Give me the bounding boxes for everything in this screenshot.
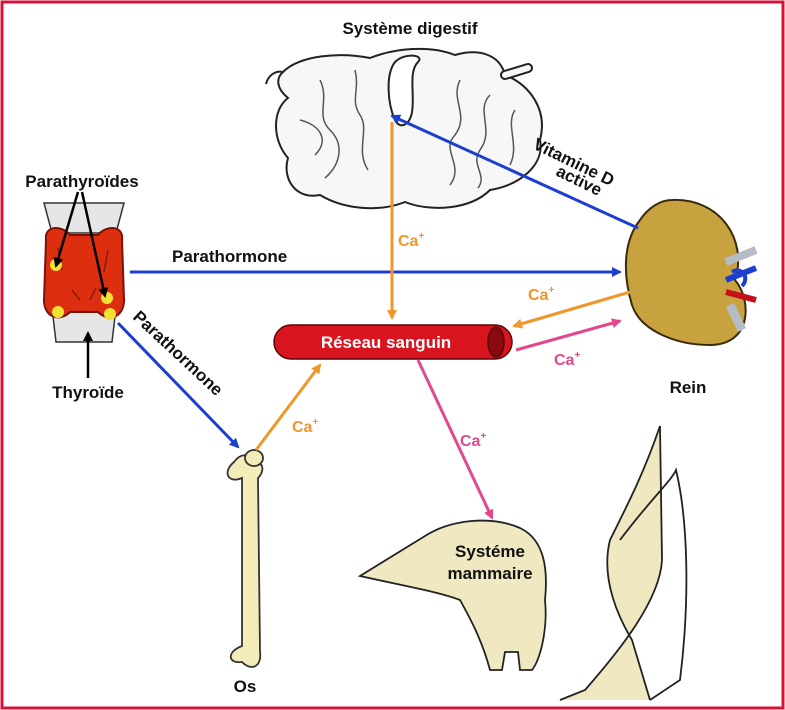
thyroid-label: Thyroïde: [52, 383, 124, 402]
thyroid-gland-icon: [44, 203, 124, 342]
calcium-label-mammary: Ca+: [460, 431, 486, 450]
parathormone-kidney-label: Parathormone: [172, 247, 287, 266]
calcium-label-kidney-in: Ca+: [554, 350, 580, 369]
blood-to-kidney-arrow: [516, 321, 620, 350]
femur-icon: [228, 450, 263, 667]
calcium-label-bone: Ca+: [292, 417, 318, 436]
mammary-label-line2: mammaire: [447, 564, 532, 583]
kidney-label: Rein: [670, 378, 707, 397]
digestive-system-label: Système digestif: [342, 19, 477, 38]
parathyroid-gland: [52, 306, 64, 318]
mammary-label-line1: Systéme: [455, 542, 525, 561]
udder-icon: [360, 426, 686, 700]
parathyroids-label: Parathyroïdes: [25, 172, 138, 191]
parathyroid-gland: [101, 292, 113, 304]
bone-calcium-arrow: [256, 365, 320, 450]
intestine-icon: [266, 49, 542, 208]
calcium-label-kidney-out: Ca+: [528, 285, 554, 304]
parathyroid-gland: [104, 308, 116, 320]
blood-network-label: Réseau sanguin: [321, 333, 451, 352]
bone-label: Os: [234, 677, 257, 696]
kidney-icon: [626, 200, 756, 345]
calcium-label-digestive: Ca+: [398, 231, 424, 250]
